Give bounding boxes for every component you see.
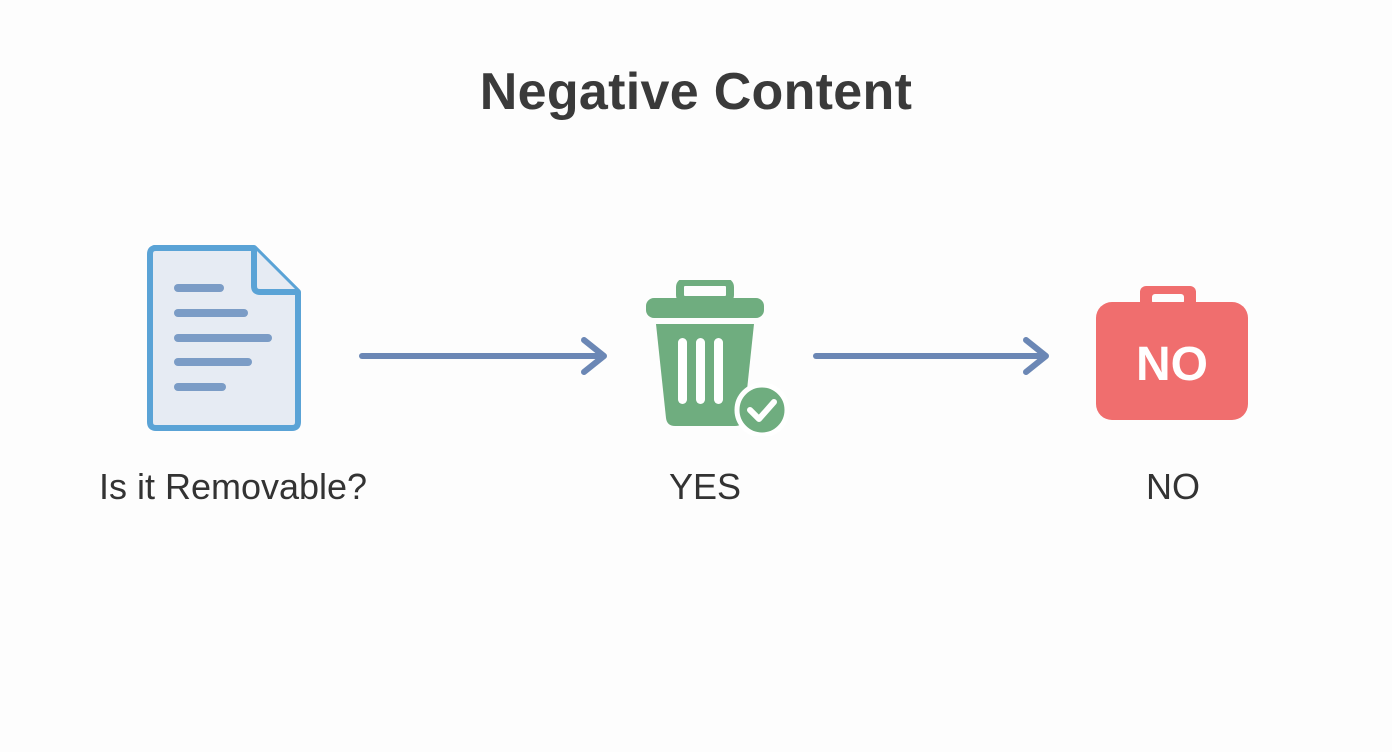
node-label-yes: YES (668, 466, 742, 507)
no-bag-icon: NO (1094, 284, 1250, 427)
node-label-no: NO (1146, 466, 1200, 507)
node-label-removable: Is it Removable? (98, 466, 368, 507)
no-badge-text: NO (1136, 338, 1208, 391)
trash-check-icon (640, 278, 792, 441)
diagram-title: Negative Content (479, 63, 913, 121)
arrow-right-1 (356, 334, 612, 383)
document-icon (146, 244, 302, 437)
arrow-right-2 (810, 334, 1054, 383)
